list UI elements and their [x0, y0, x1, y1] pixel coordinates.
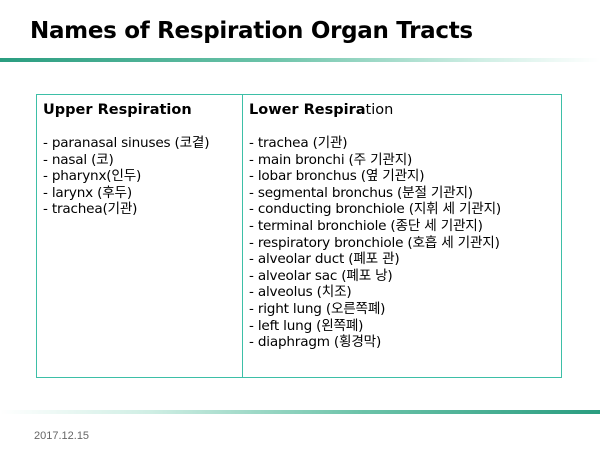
slide-title: Names of Respiration Organ Tracts: [30, 18, 473, 44]
list-item: - nasal (코): [43, 151, 114, 168]
lower-respiration-heading: Lower Respiration: [249, 101, 555, 119]
title-underline: [0, 58, 600, 62]
list-item: - respiratory bronchiole (호흡 세 기관지): [249, 234, 500, 251]
lower-heading-bold: Lower Respira: [249, 102, 366, 118]
list-item: - right lung (오른쪽폐): [249, 300, 386, 317]
respiration-table: Upper Respiration - paranasal sinuses (코…: [36, 94, 562, 378]
lower-respiration-list: - trachea (기관) - main bronchi (주 기관지) - …: [249, 135, 555, 351]
list-item: - alveolus (치조): [249, 284, 352, 301]
list-item: - diaphragm (횡경막): [249, 334, 382, 351]
upper-respiration-column: Upper Respiration - paranasal sinuses (코…: [37, 95, 243, 377]
lower-respiration-column: Lower Respiration - trachea (기관) - main …: [243, 95, 561, 377]
list-item: - trachea(기관): [43, 201, 138, 218]
list-item: - left lung (왼쪽폐): [249, 317, 364, 334]
list-item: - trachea (기관): [249, 135, 348, 151]
list-item: - terminal bronchiole (종단 세 기관지): [249, 217, 483, 234]
slide-date: 2017.12.15: [34, 430, 90, 442]
list-item: - main bronchi (주 기관지): [249, 151, 413, 168]
list-item: - larynx (후두): [43, 184, 132, 201]
footer-rule: [0, 410, 600, 414]
upper-respiration-heading: Upper Respiration: [43, 102, 192, 118]
list-item: - paranasal sinuses (코곁): [43, 135, 210, 151]
list-item: - lobar bronchus (옆 기관지): [249, 168, 425, 185]
upper-respiration-list: - paranasal sinuses (코곁) - nasal (코) - p…: [43, 135, 236, 218]
lower-heading-regular: tion: [365, 102, 394, 118]
list-item: - segmental bronchus (분절 기관지): [249, 184, 473, 201]
list-item: - conducting bronchiole (지휘 세 기관지): [249, 201, 502, 218]
list-item: - alveolar duct (폐포 관): [249, 251, 400, 268]
list-item: - pharynx(인두): [43, 168, 142, 185]
list-item: - alveolar sac (폐포 낭): [249, 267, 393, 284]
